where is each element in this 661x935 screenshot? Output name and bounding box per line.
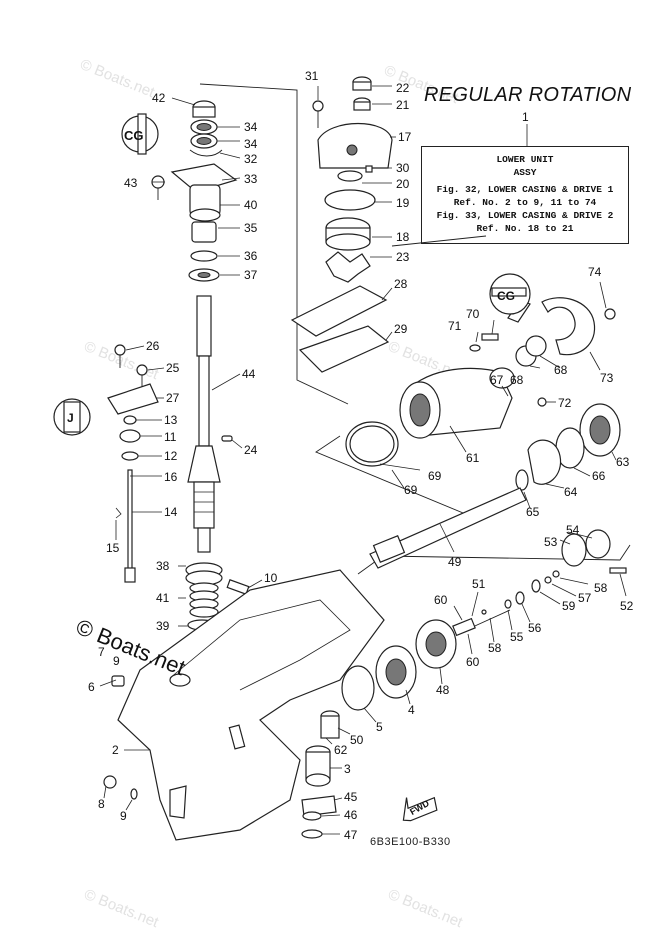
part-label: 4 [408, 703, 415, 717]
info-line: Ref. No. 18 to 21 [476, 223, 574, 234]
part-label: 34 [244, 120, 258, 134]
info-line: Fig. 33, LOWER CASING & DRIVE 2 [436, 210, 614, 221]
info-line: ASSY [513, 167, 537, 178]
info-line: LOWER UNIT [496, 154, 554, 165]
part-label: 29 [394, 322, 408, 336]
part-label: 42 [152, 91, 166, 105]
part-label: 15 [106, 541, 120, 555]
part-label: 9 [120, 809, 127, 823]
part-label: 18 [396, 230, 410, 244]
svg-text:J: J [67, 411, 74, 425]
part-label: 43 [124, 176, 138, 190]
part-label: 47 [344, 828, 358, 842]
part-label: 21 [396, 98, 410, 112]
part-label: 45 [344, 790, 358, 804]
part-label: 51 [472, 577, 486, 591]
part-label: 68 [510, 373, 524, 387]
part-label: 63 [616, 455, 630, 469]
part-label: 59 [562, 599, 576, 613]
info-line: Fig. 32, LOWER CASING & DRIVE 1 [436, 184, 614, 195]
part-label: 55 [510, 630, 524, 644]
svg-text:CG: CG [124, 128, 144, 143]
part-label: 41 [156, 591, 170, 605]
part-label: 9 [113, 654, 120, 668]
part-label: 20 [396, 177, 410, 191]
part-label: 12 [164, 449, 178, 463]
part-label: 60 [434, 593, 448, 607]
part-label: 58 [594, 581, 608, 595]
part-label: 30 [396, 161, 410, 175]
part-label: 67 [490, 373, 504, 387]
part-label: 2 [112, 743, 119, 757]
part-label: 40 [244, 198, 258, 212]
part-label: 52 [620, 599, 634, 613]
part-label: 13 [164, 413, 178, 427]
part-label: 7 [98, 645, 105, 659]
part-label: 46 [344, 808, 358, 822]
part-label: 36 [244, 249, 258, 263]
part-label: 68 [554, 363, 568, 377]
part-label: 65 [526, 505, 540, 519]
part-label: 11 [164, 430, 177, 444]
info-box-ref: 1 [522, 110, 529, 124]
part-label: 56 [528, 621, 542, 635]
part-label: 24 [244, 443, 258, 457]
part-label: 70 [466, 307, 480, 321]
part-label: 49 [448, 555, 462, 569]
part-label: 60 [466, 655, 480, 669]
svg-text:CG: CG [497, 289, 515, 303]
part-label: 37 [244, 268, 258, 282]
part-label: 32 [244, 152, 258, 166]
part-label: 57 [578, 591, 592, 605]
part-label: 34 [244, 137, 258, 151]
part-label: 50 [350, 733, 364, 747]
part-label: 53 [544, 535, 558, 549]
part-label: 8 [98, 797, 105, 811]
part-label: 58 [488, 641, 502, 655]
part-label: 23 [396, 250, 410, 264]
lower-unit-info-box: LOWER UNIT ASSY Fig. 32, LOWER CASING & … [421, 146, 629, 244]
drawing-number: 6B3E100-B330 [370, 836, 451, 848]
part-label: 74 [588, 265, 602, 279]
part-label: 33 [244, 172, 258, 186]
part-label: 19 [396, 196, 410, 210]
part-label: 28 [394, 277, 408, 291]
part-label: 69 [428, 469, 442, 483]
part-label: 48 [436, 683, 450, 697]
part-label: 10 [264, 571, 278, 585]
part-label: 39 [156, 619, 170, 633]
part-label: 38 [156, 559, 170, 573]
part-label: 31 [305, 69, 319, 83]
part-label: 72 [558, 396, 572, 410]
part-label: 16 [164, 470, 178, 484]
part-label: 17 [398, 130, 412, 144]
info-line: Ref. No. 2 to 9, 11 to 74 [453, 197, 597, 208]
diagram-title: REGULAR ROTATION [424, 84, 632, 106]
part-label: 6 [88, 680, 95, 694]
part-label: 64 [564, 485, 578, 499]
part-label: 35 [244, 221, 258, 235]
part-label: 14 [164, 505, 178, 519]
part-label: 22 [396, 81, 410, 95]
part-label: 5 [376, 720, 383, 734]
part-label: 44 [242, 367, 256, 381]
part-label: 71 [448, 319, 462, 333]
part-label: 26 [146, 339, 160, 353]
part-label: 3 [344, 762, 351, 776]
part-label: 54 [566, 523, 580, 537]
part-label: 69 [404, 483, 418, 497]
part-label: 27 [166, 391, 180, 405]
part-label: 73 [600, 371, 614, 385]
part-label: 25 [166, 361, 180, 375]
part-label: 61 [466, 451, 480, 465]
part-label: 62 [334, 743, 348, 757]
part-label: 66 [592, 469, 606, 483]
